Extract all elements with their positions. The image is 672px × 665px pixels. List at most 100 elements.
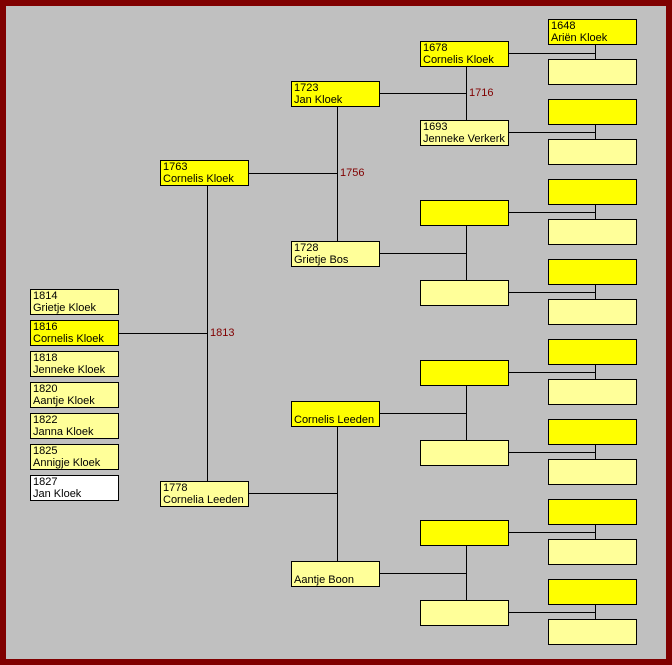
connector-line bbox=[595, 525, 596, 539]
gg-grandparent-box[interactable] bbox=[548, 379, 637, 405]
person-name: Ariën Kloek bbox=[551, 32, 608, 44]
birth-year: 1816 bbox=[33, 321, 58, 333]
grandfather-box[interactable]: Cornelis Leeden bbox=[291, 401, 380, 427]
connector-line bbox=[509, 372, 595, 373]
person-name: Cornelis Kloek bbox=[33, 333, 104, 345]
connector-line bbox=[119, 333, 207, 334]
gg-grandparent-box[interactable] bbox=[548, 499, 637, 525]
connector-line bbox=[595, 365, 596, 379]
birth-year: 1814 bbox=[33, 290, 58, 302]
person-name: Jan Kloek bbox=[294, 94, 343, 106]
person-name bbox=[549, 632, 636, 644]
person-name bbox=[421, 293, 508, 305]
great-grandparent-box[interactable] bbox=[420, 440, 509, 466]
person-name bbox=[549, 232, 636, 244]
person-name bbox=[549, 552, 636, 564]
birth-year: 1827 bbox=[33, 476, 58, 488]
great-grandparent-box[interactable] bbox=[420, 200, 509, 226]
connector-line bbox=[509, 53, 595, 54]
marriage-year: 1813 bbox=[210, 327, 235, 339]
connector-line bbox=[509, 132, 595, 133]
marriage-year: 1756 bbox=[340, 167, 365, 179]
connector-line bbox=[595, 125, 596, 139]
great-grandparent-box[interactable] bbox=[420, 360, 509, 386]
gg-grandparent-box[interactable] bbox=[548, 99, 637, 125]
person-name bbox=[421, 533, 508, 545]
birth-year bbox=[421, 361, 508, 373]
person-name bbox=[549, 592, 636, 604]
birth-year bbox=[292, 402, 379, 414]
connector-line bbox=[595, 45, 596, 59]
connector-line bbox=[466, 226, 467, 280]
connector-line bbox=[509, 612, 595, 613]
birth-year: 1763 bbox=[163, 161, 188, 173]
gg-grandparent-box[interactable] bbox=[548, 59, 637, 85]
great-grandparent-box[interactable] bbox=[420, 520, 509, 546]
person-name bbox=[421, 213, 508, 225]
gg-grandparent-box[interactable] bbox=[548, 419, 637, 445]
birth-year bbox=[549, 620, 636, 632]
connector-line bbox=[595, 445, 596, 459]
gg-grandparent-box[interactable] bbox=[548, 339, 637, 365]
gg-grandparent-box[interactable] bbox=[548, 259, 637, 285]
birth-year bbox=[549, 580, 636, 592]
connector-line bbox=[380, 253, 466, 254]
birth-year bbox=[549, 140, 636, 152]
gg-grandparent-box[interactable] bbox=[548, 179, 637, 205]
birth-year bbox=[549, 500, 636, 512]
connector-line bbox=[595, 285, 596, 299]
person-name bbox=[549, 472, 636, 484]
birth-year bbox=[549, 340, 636, 352]
person-name bbox=[549, 392, 636, 404]
great-grandparent-box[interactable] bbox=[420, 280, 509, 306]
connector-line bbox=[509, 212, 595, 213]
connector-line bbox=[509, 532, 595, 533]
person-name: Jan Kloek bbox=[33, 488, 82, 500]
person-name: Aantje Boon bbox=[294, 574, 354, 586]
grandmother-box[interactable]: Aantje Boon bbox=[291, 561, 380, 587]
birth-year bbox=[421, 441, 508, 453]
gg-grandparent-box[interactable] bbox=[548, 539, 637, 565]
connector-line bbox=[595, 205, 596, 219]
gg-grandparent-box[interactable] bbox=[548, 219, 637, 245]
great-grandparent-box[interactable] bbox=[420, 600, 509, 626]
gg-grandparent-box[interactable] bbox=[548, 579, 637, 605]
birth-year bbox=[549, 180, 636, 192]
gg-grandparent-box[interactable] bbox=[548, 299, 637, 325]
gg-grandparent-box[interactable] bbox=[548, 139, 637, 165]
person-name bbox=[549, 112, 636, 124]
birth-year bbox=[549, 460, 636, 472]
person-name: Grietje Kloek bbox=[33, 302, 96, 314]
person-name bbox=[549, 72, 636, 84]
connector-line bbox=[337, 107, 338, 241]
gg-grandparent-box[interactable] bbox=[548, 459, 637, 485]
birth-year bbox=[421, 521, 508, 533]
person-name: Janna Kloek bbox=[33, 426, 94, 438]
person-name: Cornelis Leeden bbox=[294, 414, 375, 426]
person-name: Cornelis Kloek bbox=[423, 54, 494, 66]
gg-grandparent-box[interactable] bbox=[548, 619, 637, 645]
connector-line bbox=[509, 292, 595, 293]
birth-year bbox=[421, 201, 508, 213]
person-name bbox=[549, 312, 636, 324]
birth-year bbox=[421, 281, 508, 293]
birth-year: 1648 bbox=[551, 20, 576, 32]
person-name: Cornelis Kloek bbox=[163, 173, 234, 185]
birth-year: 1820 bbox=[33, 383, 58, 395]
marriage-year: 1716 bbox=[469, 87, 494, 99]
birth-year bbox=[292, 562, 379, 574]
